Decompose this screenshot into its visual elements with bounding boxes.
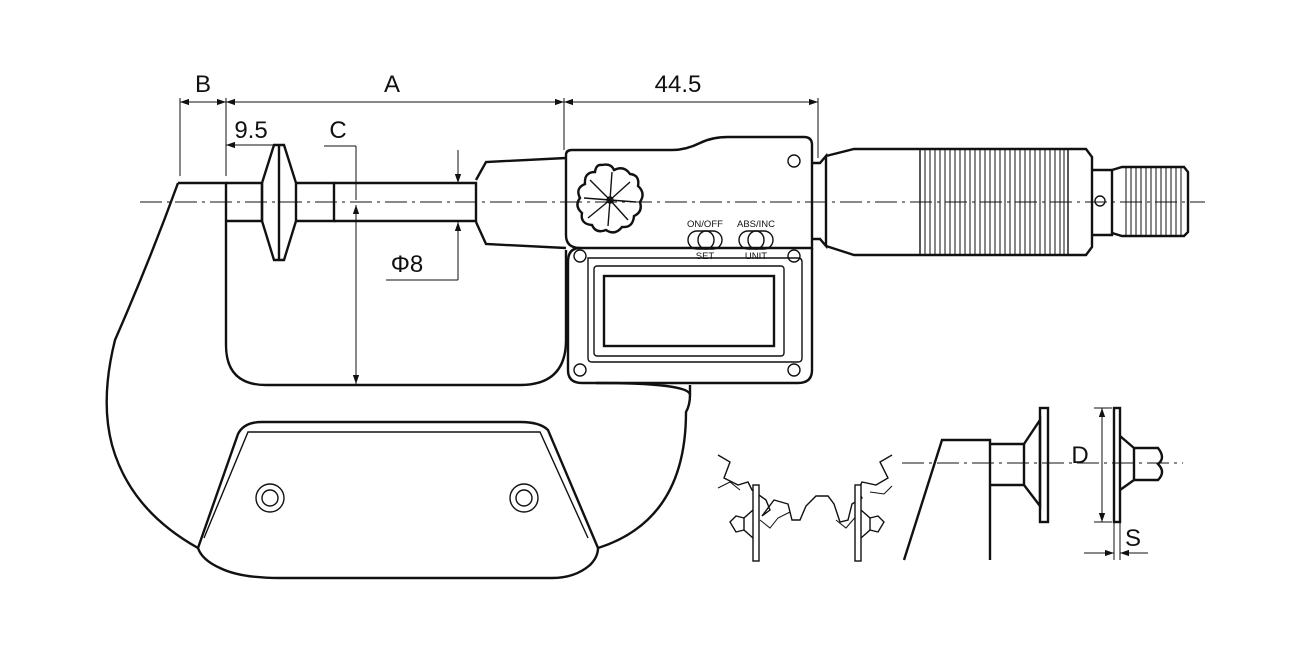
unit-label: UNIT xyxy=(745,251,767,262)
dimension-spindle-dia: Φ8 xyxy=(386,150,462,281)
gear-detail xyxy=(717,454,893,562)
dimension-c-label: C xyxy=(329,117,346,144)
set-label: SET xyxy=(696,251,715,262)
dimension-b: B xyxy=(179,71,227,176)
dimension-length: 44.5 xyxy=(564,71,819,158)
gear-disk-left xyxy=(729,484,760,562)
power-button-label: ON/OFF xyxy=(687,219,723,230)
housing-screws xyxy=(573,249,801,377)
insulator-plate xyxy=(196,420,600,580)
dimension-a-label: A xyxy=(384,71,400,98)
mode-button-label: ABS/INC xyxy=(737,219,775,230)
micrometer-frame xyxy=(105,181,692,550)
screw-right xyxy=(509,483,539,513)
power-button[interactable]: ON/OFF SET xyxy=(687,219,723,262)
lock-knob-icon[interactable] xyxy=(576,163,644,234)
dimension-offset-label: 9.5 xyxy=(234,117,267,144)
display-housing xyxy=(564,135,814,385)
disk-s-view xyxy=(1112,406,1164,524)
dimension-c: C xyxy=(324,117,360,384)
screw-left xyxy=(255,483,285,513)
dimension-a: A xyxy=(226,71,565,150)
dimension-spindle-dia-label: Φ8 xyxy=(391,251,424,278)
gear-disk-right xyxy=(854,484,885,562)
spindle xyxy=(334,156,567,250)
dimension-length-label: 44.5 xyxy=(655,71,702,98)
dimension-offset: 9.5 xyxy=(226,117,279,149)
mode-button[interactable]: ABS/INC UNIT xyxy=(737,219,775,262)
dimension-b-label: B xyxy=(195,71,211,98)
disk-detail: D S xyxy=(902,406,1183,561)
disk-s-label: S xyxy=(1125,525,1141,552)
disk-d-label: D xyxy=(1071,442,1088,469)
